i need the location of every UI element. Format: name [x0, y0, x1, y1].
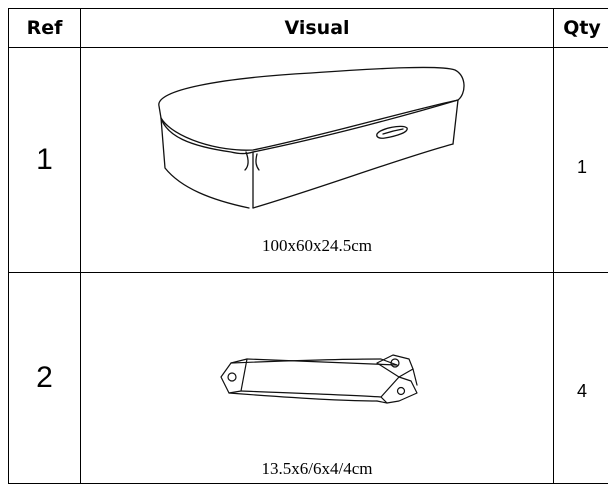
header-qty: Qty: [553, 8, 608, 48]
table-row: 1: [8, 47, 608, 273]
corner-bracket-icon: [220, 354, 418, 404]
ref-cell: 2: [8, 272, 81, 484]
parts-table: Ref Visual Qty 1: [8, 8, 608, 484]
visual-cell: 100x60x24.5cm: [80, 47, 554, 273]
ref-cell: 1: [8, 47, 81, 273]
visual-cell: 13.5x6/6x4/4cm: [80, 272, 554, 484]
ottoman-storage-box-icon: [158, 66, 465, 209]
header-ref: Ref: [8, 8, 81, 48]
table-row: 2: [8, 272, 608, 484]
header-visual: Visual: [80, 8, 554, 48]
qty-cell: 4: [553, 272, 608, 484]
dimension-label: 100x60x24.5cm: [261, 236, 373, 255]
header-row: Ref Visual Qty: [8, 8, 608, 48]
dimension-label: 13.5x6/6x4/4cm: [261, 459, 373, 478]
qty-cell: 1: [553, 47, 608, 273]
